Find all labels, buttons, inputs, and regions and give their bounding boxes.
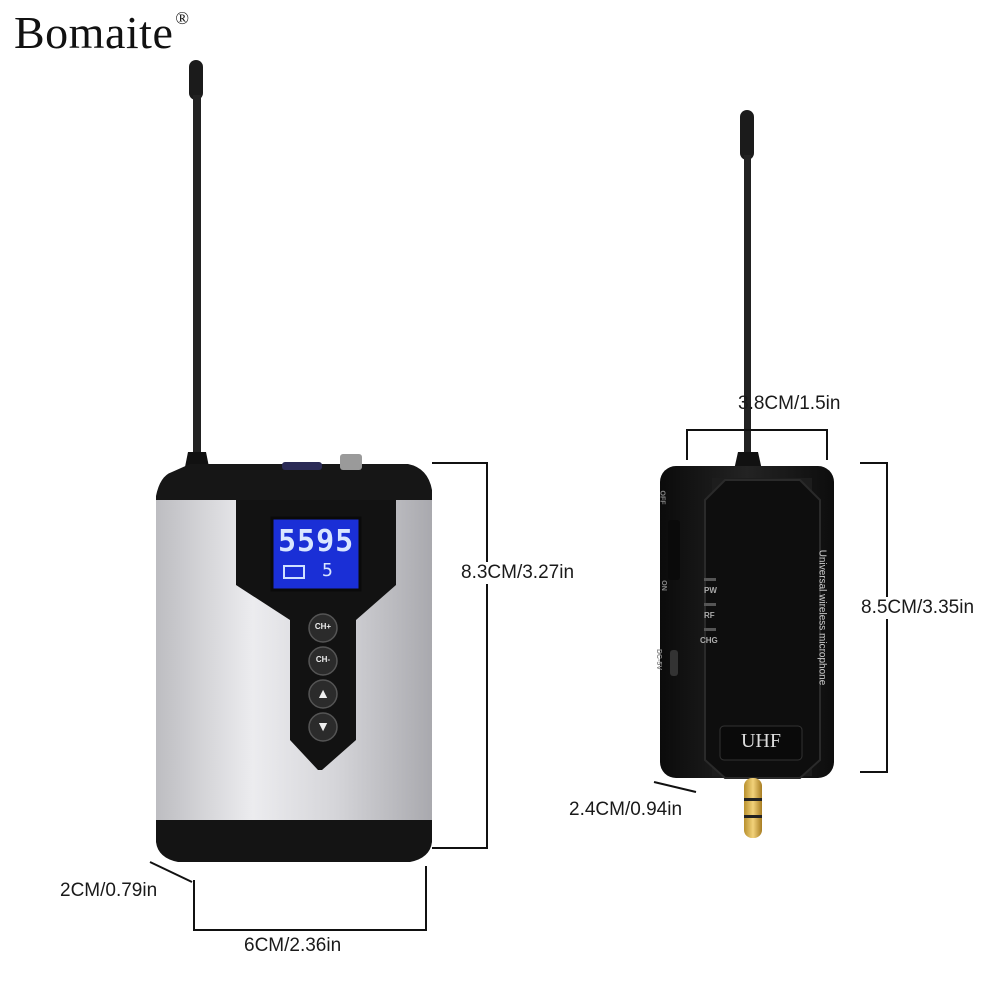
brand-logo: Bomaite® [14, 6, 190, 59]
transmitter-height-bracket [432, 462, 488, 849]
transmitter-depth-line [149, 861, 193, 883]
switch-off-label: OFF [658, 490, 666, 505]
bodypack-transmitter [156, 60, 432, 862]
brand-name: Bomaite [14, 7, 174, 58]
ch-up-button: CH+ [314, 622, 332, 631]
plug-in-receiver [660, 110, 834, 838]
indicator-pw: PW [704, 586, 717, 595]
audio-jack [744, 778, 762, 838]
receiver-antenna [740, 110, 754, 160]
transmitter-width-bracket [193, 866, 427, 931]
indicator-chg: CHG [700, 636, 718, 645]
ch-down-button: CH- [315, 655, 331, 664]
up-arrow-button: ▲ [316, 685, 330, 701]
dc-input-label: DC-5V [655, 648, 663, 671]
receiver-side-text: Universal wireless microphone [816, 549, 828, 686]
receiver-height-label: 8.5CM/3.35in [861, 597, 975, 619]
receiver-width-bracket [686, 429, 828, 460]
receiver-width-label: 3.8CM/1.5in [738, 393, 841, 414]
receiver-model-label: UHF [740, 730, 781, 752]
transmitter-depth-label: 2CM/0.79in [60, 880, 158, 901]
registered-mark: ® [175, 7, 190, 28]
lcd-channel: 5 [322, 560, 333, 581]
transmitter-width-label: 6CM/2.36in [244, 935, 342, 956]
indicator-rf: RF [704, 611, 715, 620]
receiver-depth-label: 2.4CM/0.94in [569, 799, 683, 820]
transmitter-antenna [189, 60, 203, 100]
lcd-frequency: 5595 [278, 524, 355, 559]
down-arrow-button: ▼ [316, 718, 330, 734]
transmitter-height-label: 8.3CM/3.27in [461, 562, 575, 584]
receiver-depth-line [653, 781, 697, 793]
switch-on-label: ON [659, 580, 667, 591]
